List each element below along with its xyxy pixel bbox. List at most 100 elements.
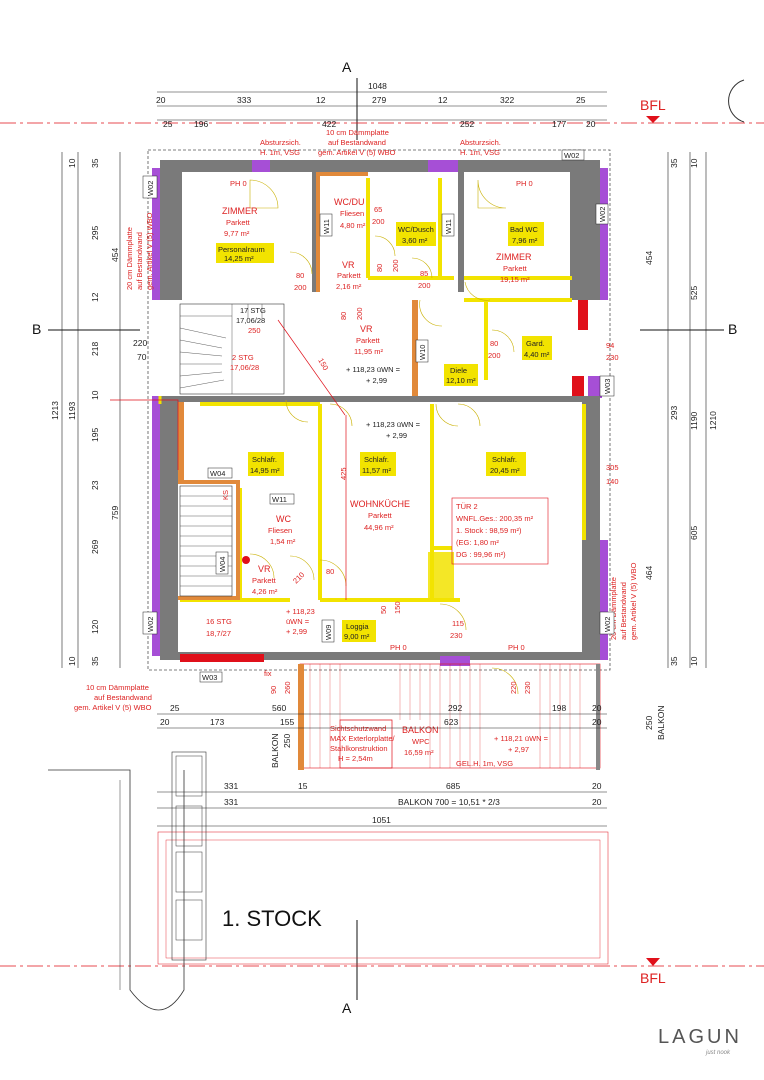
svg-text:+ 118,23: + 118,23 (286, 607, 315, 616)
svg-text:260: 260 (283, 681, 292, 694)
svg-text:TÜR 2: TÜR 2 (456, 502, 478, 511)
svg-text:PH 0: PH 0 (230, 179, 247, 188)
svg-text:250: 250 (248, 326, 261, 335)
svg-text:+ 2,99: + 2,99 (366, 376, 387, 385)
svg-text:1. STOCK: 1. STOCK (222, 906, 322, 931)
svg-text:Parkett: Parkett (356, 336, 381, 345)
svg-text:7,96 m²: 7,96 m² (512, 236, 538, 245)
room-badwc: Bad WC 7,96 m² (508, 222, 544, 246)
svg-text:Parkett: Parkett (337, 271, 362, 280)
svg-text:331: 331 (224, 781, 238, 791)
svg-text:+ 2,99: + 2,99 (286, 627, 307, 636)
svg-text:DG : 99,96 m²): DG : 99,96 m²) (456, 550, 506, 559)
svg-text:279: 279 (372, 95, 386, 105)
section-a-top: A (342, 59, 358, 140)
svg-text:11,57 m²: 11,57 m² (362, 466, 392, 475)
svg-text:250: 250 (282, 734, 292, 748)
svg-text:230: 230 (523, 681, 532, 694)
svg-text:W02: W02 (146, 181, 155, 196)
svg-text:120: 120 (90, 620, 100, 634)
svg-text:295: 295 (90, 226, 100, 240)
stair-labels: 17 STG 17,06/28 250 2 STG 17,06/28 16 ST… (206, 306, 266, 638)
svg-text:W11: W11 (444, 219, 453, 234)
room-gard: Gard. 4,40 m² (522, 336, 552, 360)
svg-text:WOHNKÜCHE: WOHNKÜCHE (350, 499, 410, 509)
svg-text:422: 422 (322, 119, 336, 129)
svg-text:BALKON: BALKON (270, 734, 280, 769)
room-balkon: BALKON WPC 16,59 m² (402, 725, 439, 757)
svg-text:KS: KS (221, 490, 230, 500)
svg-text:Absturzsich.: Absturzsich. (460, 138, 501, 147)
svg-text:W09: W09 (324, 625, 333, 640)
svg-text:252: 252 (460, 119, 474, 129)
svg-text:Parkett: Parkett (368, 511, 393, 520)
svg-text:ZIMMER: ZIMMER (496, 252, 532, 262)
svg-text:85: 85 (420, 269, 428, 278)
svg-text:305: 305 (606, 463, 619, 472)
svg-text:425: 425 (339, 467, 348, 480)
svg-text:560: 560 (272, 703, 286, 713)
section-b-right: B (640, 321, 737, 337)
svg-text:W02: W02 (146, 617, 155, 632)
svg-text:80: 80 (490, 339, 498, 348)
room-zimmer-2: ZIMMER Parkett 19,15 m² (496, 252, 532, 284)
svg-text:10: 10 (90, 390, 100, 400)
svg-text:3,60 m²: 3,60 m² (402, 236, 428, 245)
svg-text:auf Bestandwand: auf Bestandwand (328, 138, 386, 147)
svg-text:50: 50 (379, 606, 388, 614)
svg-text:4,26 m²: 4,26 m² (252, 587, 278, 596)
svg-text:auf Bestandwand: auf Bestandwand (619, 582, 628, 640)
svg-text:220: 220 (509, 681, 518, 694)
svg-text:10: 10 (67, 158, 77, 168)
svg-text:20: 20 (156, 95, 166, 105)
svg-text:Schlafr.: Schlafr. (492, 455, 517, 464)
svg-text:WPC: WPC (412, 737, 430, 746)
lagun-logo: LAGUN just nook (658, 1026, 739, 1056)
svg-text:W11: W11 (322, 219, 331, 234)
svg-text:200: 200 (418, 281, 431, 290)
svg-text:Schlafr.: Schlafr. (364, 455, 389, 464)
svg-text:173: 173 (210, 717, 224, 727)
svg-text:20,45 m²: 20,45 m² (490, 466, 520, 475)
svg-text:W02: W02 (603, 617, 612, 632)
svg-text:PH 0: PH 0 (390, 643, 407, 652)
svg-text:1051: 1051 (372, 815, 391, 825)
svg-text:12: 12 (90, 292, 100, 302)
svg-text:WNFL.Ges.: 200,35 m²: WNFL.Ges.: 200,35 m² (456, 514, 534, 523)
svg-text:Bad WC: Bad WC (510, 225, 539, 234)
svg-text:+ 2,99: + 2,99 (386, 431, 407, 440)
svg-text:1,54 m²: 1,54 m² (270, 537, 296, 546)
svg-text:15: 15 (298, 781, 308, 791)
svg-text:MAX Exterlorplatte/: MAX Exterlorplatte/ (330, 734, 396, 743)
svg-text:W10: W10 (418, 345, 427, 360)
room-wcdu: WC/DU Fliesen 4,80 m² (334, 197, 366, 230)
svg-text:BFL: BFL (640, 970, 666, 986)
svg-text:WC/DU: WC/DU (334, 197, 365, 207)
svg-text:+ 118,23 üWN =: + 118,23 üWN = (366, 420, 421, 429)
stair-lower (179, 485, 233, 597)
svg-text:H. 1m, VSG: H. 1m, VSG (460, 148, 500, 157)
svg-text:W03: W03 (202, 673, 217, 682)
svg-text:20 cm Dämmplatte: 20 cm Dämmplatte (609, 577, 618, 640)
svg-text:Schlafr.: Schlafr. (252, 455, 277, 464)
svg-text:VR: VR (342, 260, 355, 270)
svg-text:12: 12 (316, 95, 326, 105)
room-vr-2: VR Parkett 11,95 m² (354, 324, 384, 356)
svg-text:A: A (342, 1000, 352, 1016)
svg-text:90: 90 (269, 686, 278, 694)
svg-text:BFL: BFL (640, 97, 666, 113)
svg-text:35: 35 (669, 656, 679, 666)
svg-text:35: 35 (90, 656, 100, 666)
svg-text:623: 623 (444, 717, 458, 727)
svg-text:WC: WC (276, 514, 291, 524)
svg-text:16 STG: 16 STG (206, 617, 232, 626)
note-left-side: 20 cm Dämmplatte auf Bestandwand gem. Ar… (125, 212, 154, 290)
level-markers: + 118,23 üWN = + 2,99 + 118,23 üWN = + 2… (286, 365, 549, 754)
svg-text:Diele: Diele (450, 366, 467, 375)
svg-text:10 cm Dämmplatte: 10 cm Dämmplatte (326, 128, 389, 137)
svg-text:fix: fix (264, 669, 272, 678)
svg-text:Personalraum: Personalraum (218, 245, 265, 254)
svg-text:BALKON 700 = 10,51 * 2/3: BALKON 700 = 10,51 * 2/3 (398, 797, 500, 807)
svg-text:gem. Artikel V (5) WBO: gem. Artikel V (5) WBO (629, 562, 638, 640)
svg-text:12,10 m²: 12,10 m² (446, 376, 476, 385)
